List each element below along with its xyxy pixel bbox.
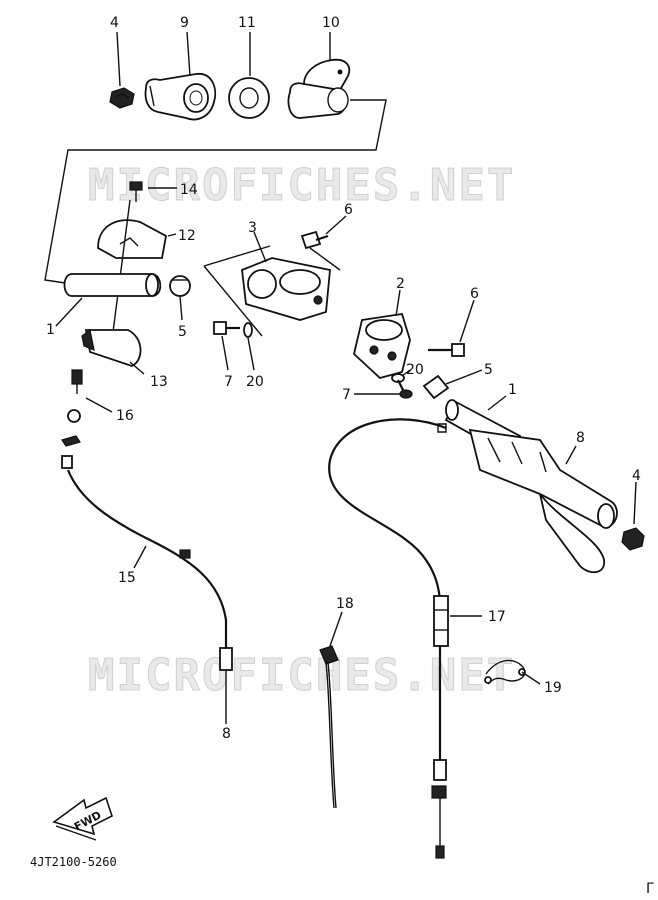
label-part-1-left: 1 bbox=[46, 322, 55, 338]
label-part-2: 2 bbox=[396, 276, 405, 292]
grip-housing-13 bbox=[81, 328, 142, 367]
throttle-cable-17 bbox=[328, 418, 449, 859]
label-part-7-right: 7 bbox=[342, 387, 351, 403]
label-part-20-right: 20 bbox=[406, 362, 424, 378]
label-part-13: 13 bbox=[150, 374, 168, 390]
label-part-3: 3 bbox=[248, 220, 257, 236]
bolt-7-left bbox=[213, 321, 240, 335]
bolt-6-top bbox=[300, 230, 329, 250]
label-part-5-left: 5 bbox=[178, 324, 187, 340]
washer-20-left bbox=[243, 322, 253, 338]
label-part-10: 10 bbox=[322, 15, 340, 31]
label-part-12: 12 bbox=[178, 228, 196, 244]
label-part-7-left: 7 bbox=[224, 374, 233, 390]
diagram-code: 4JT2100-5260 bbox=[30, 855, 117, 869]
balance-weight-4-right bbox=[621, 527, 645, 551]
watermark-top: MICROFICHES.NET bbox=[88, 160, 515, 211]
cable-tie-18 bbox=[319, 645, 339, 809]
label-part-17: 17 bbox=[488, 609, 506, 625]
label-part-20-left: 20 bbox=[246, 374, 264, 390]
label-part-9: 9 bbox=[180, 15, 189, 31]
corner-mark: Γ bbox=[646, 881, 654, 897]
label-part-15: 15 bbox=[118, 570, 136, 586]
label-part-6-top: 6 bbox=[344, 202, 353, 218]
grip-housing-12 bbox=[97, 219, 168, 259]
bolt-6-right bbox=[428, 343, 465, 357]
screw-14 bbox=[129, 181, 143, 202]
clutch-cable-15 bbox=[61, 409, 233, 724]
handlebar-1-left bbox=[63, 273, 162, 297]
right-holder-2 bbox=[353, 312, 411, 379]
label-part-1-right: 1 bbox=[508, 382, 517, 398]
label-part-4-top: 4 bbox=[110, 15, 119, 31]
handlebar-holder-3 bbox=[241, 257, 331, 321]
watermark-bottom: MICROFICHES.NET bbox=[88, 650, 515, 701]
label-part-8-grip: 8 bbox=[576, 430, 585, 446]
label-part-19: 19 bbox=[544, 680, 562, 696]
label-part-8-cable: 8 bbox=[222, 726, 231, 742]
label-part-5-right: 5 bbox=[484, 362, 493, 378]
throttle-grip-9 bbox=[144, 73, 217, 121]
throttle-pipe-10 bbox=[287, 58, 351, 119]
label-part-6-right: 6 bbox=[470, 286, 479, 302]
label-part-11: 11 bbox=[238, 15, 256, 31]
bolt-7-right bbox=[397, 379, 413, 399]
cap-5-right bbox=[422, 374, 450, 400]
label-part-14: 14 bbox=[180, 182, 198, 198]
label-part-16: 16 bbox=[116, 408, 134, 424]
adjuster-16 bbox=[71, 369, 83, 394]
fwd-arrow-icon bbox=[52, 796, 113, 841]
washer-11 bbox=[228, 77, 270, 119]
cap-5-left bbox=[169, 275, 191, 297]
throttle-grip-8-right bbox=[468, 428, 618, 574]
label-part-4-right: 4 bbox=[632, 468, 641, 484]
label-part-18: 18 bbox=[336, 596, 354, 612]
balance-weight-4-top bbox=[109, 87, 135, 109]
